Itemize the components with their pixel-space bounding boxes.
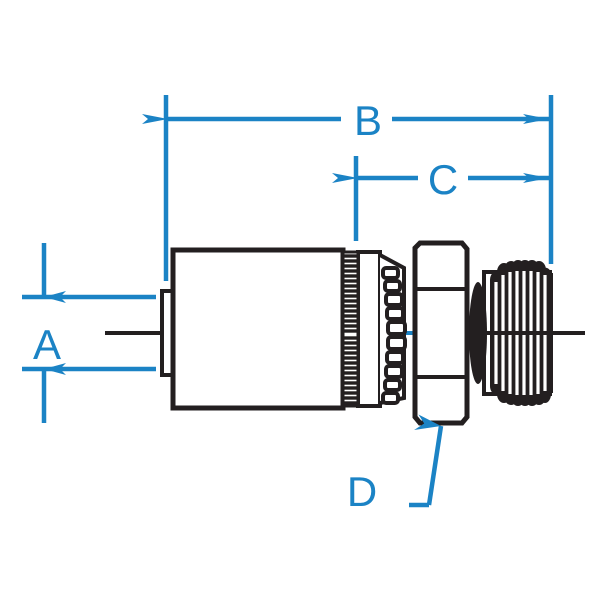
dimension-b-label: B [354,97,382,144]
callout-d-leader-arrow [414,414,444,506]
ferrule-body [170,247,346,411]
hex-nut [412,240,470,426]
dimension-a: A [22,243,156,423]
smooth-band [356,250,382,408]
knurl-band [341,250,360,408]
callout-d-label: D [347,468,377,515]
dimension-c-label: C [428,156,458,203]
serration-collar [381,266,407,405]
dimension-a-label: A [33,321,61,368]
dimension-c: C [332,156,549,241]
dimension-b: B [142,95,554,281]
callout-d: D [347,414,444,515]
